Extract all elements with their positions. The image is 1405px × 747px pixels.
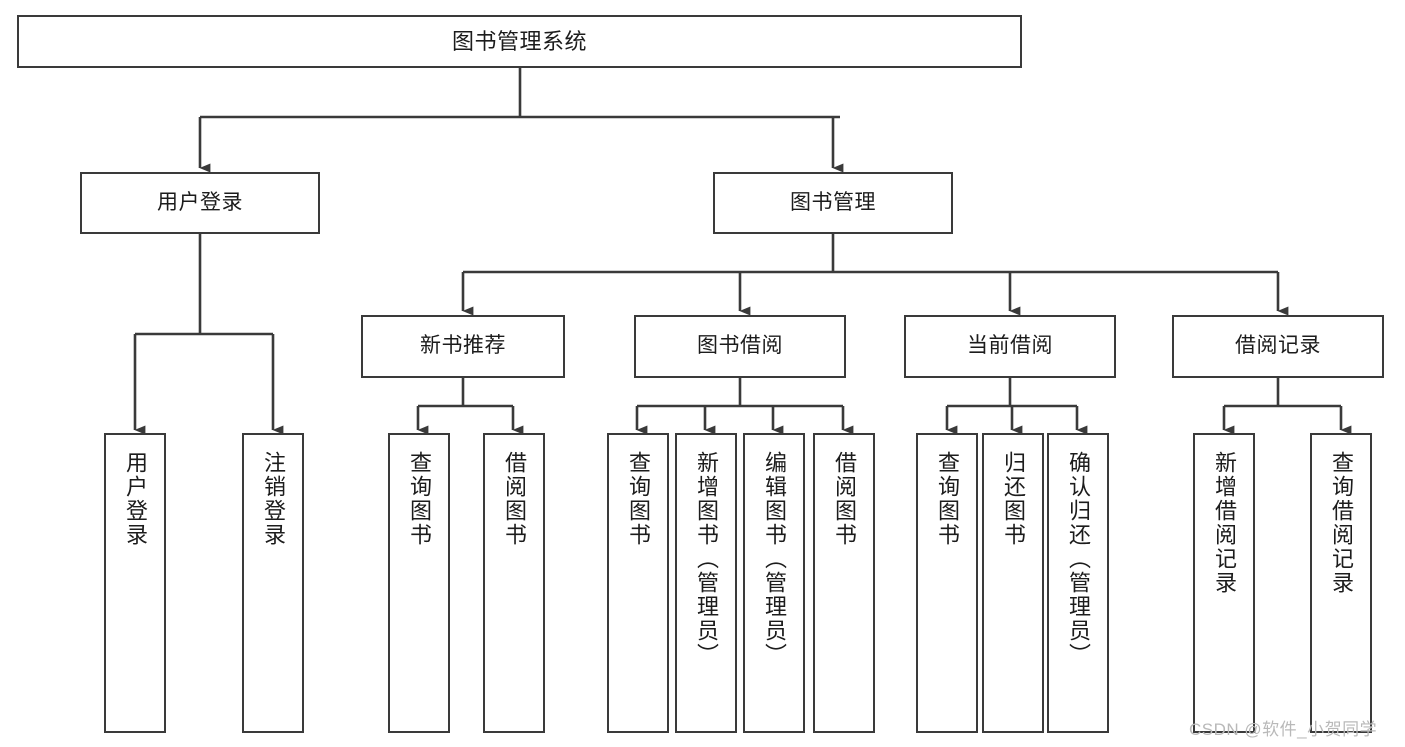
node-current-borrowing[interactable]: 当前借阅 xyxy=(904,315,1116,378)
node-leaf-query-books-current[interactable]: 查询图书 xyxy=(916,433,978,733)
node-leaf-edit-book-admin[interactable]: 编辑图书（管理员） xyxy=(743,433,805,733)
node-leaf-add-borrow-record[interactable]: 新增借阅记录 xyxy=(1193,433,1255,733)
node-label: 图书管理 xyxy=(790,190,876,214)
node-leaf-user-login[interactable]: 用户登录 xyxy=(104,433,166,733)
node-label: 查询图书 xyxy=(935,451,960,547)
node-leaf-query-borrow-record[interactable]: 查询借阅记录 xyxy=(1310,433,1372,733)
node-label: 当前借阅 xyxy=(967,334,1053,358)
node-leaf-query-books-recommend[interactable]: 查询图书 xyxy=(388,433,450,733)
node-label: 借阅图书 xyxy=(502,451,527,547)
node-label: 用户登录 xyxy=(157,190,243,214)
node-leaf-borrow-books-recommend[interactable]: 借阅图书 xyxy=(483,433,545,733)
node-label: 查询图书 xyxy=(626,451,651,547)
node-label: 确认归还（管理员） xyxy=(1066,451,1091,667)
node-label: 注销登录 xyxy=(261,451,286,547)
node-label: 借阅记录 xyxy=(1235,334,1321,358)
node-label: 查询借阅记录 xyxy=(1329,451,1354,595)
node-book-borrowing[interactable]: 图书借阅 xyxy=(634,315,846,378)
node-leaf-logout[interactable]: 注销登录 xyxy=(242,433,304,733)
node-label: 用户登录 xyxy=(123,451,148,547)
node-label: 编辑图书（管理员） xyxy=(762,451,787,667)
node-borrowing-records[interactable]: 借阅记录 xyxy=(1172,315,1384,378)
node-user-login[interactable]: 用户登录 xyxy=(80,172,320,234)
node-book-management[interactable]: 图书管理 xyxy=(713,172,953,234)
node-label: 图书管理系统 xyxy=(451,28,587,54)
node-label: 新增借阅记录 xyxy=(1212,451,1237,595)
node-label: 查询图书 xyxy=(407,451,432,547)
node-label: 图书借阅 xyxy=(697,334,783,358)
node-label: 归还图书 xyxy=(1001,451,1026,547)
node-label: 借阅图书 xyxy=(832,451,857,547)
node-root-system[interactable]: 图书管理系统 xyxy=(17,15,1022,68)
node-new-book-recommendation[interactable]: 新书推荐 xyxy=(361,315,565,378)
node-leaf-return-books[interactable]: 归还图书 xyxy=(982,433,1044,733)
node-leaf-borrow-books[interactable]: 借阅图书 xyxy=(813,433,875,733)
node-leaf-confirm-return-admin[interactable]: 确认归还（管理员） xyxy=(1047,433,1109,733)
node-label: 新书推荐 xyxy=(420,334,506,358)
node-label: 新增图书（管理员） xyxy=(694,451,719,667)
node-leaf-query-books-borrow[interactable]: 查询图书 xyxy=(607,433,669,733)
node-leaf-add-book-admin[interactable]: 新增图书（管理员） xyxy=(675,433,737,733)
